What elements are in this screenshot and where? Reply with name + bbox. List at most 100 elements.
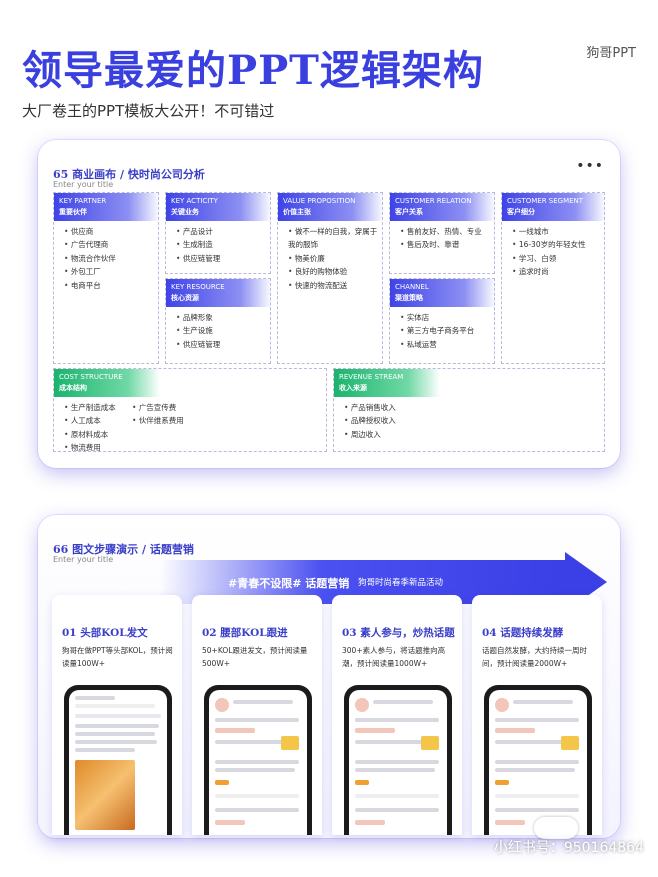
list-item: 第三方电子商务平台 [400,324,475,337]
list-item: 广告代理商 [64,238,116,251]
cost-list-a: 生产制造成本 人工成本 原材料成本 物流费用 [64,401,116,455]
more-menu-icon[interactable]: ••• [576,158,604,174]
step-title: 02 腰部KOL跟进 [202,627,288,639]
customer-relation-cell: CUSTOMER RELATION 客户关系 售前友好、热情、专业 售后及时、靠… [389,192,496,274]
list-item: 人工成本 [64,414,116,427]
key-partner-cell: KEY PARTNER 重要伙伴 供应商 广告代理商 物流合作伙伴 外包工厂 电… [53,192,160,364]
step-title: 03 素人参与，炒热话题 [342,627,455,639]
key-activity-en: KEY ACTICITY [171,197,218,205]
value-proposition-cell: VALUE PROPOSITION 价值主张 做不一样的自我，穿属于我的服饰 物… [277,192,384,364]
phone-mockup [344,685,452,835]
revenue-list: 产品销售收入 品牌授权收入 周边收入 [344,401,396,441]
list-item: 私域运营 [400,338,474,351]
cost-structure-en: COST STRUCTURE [59,373,123,381]
list-item: 产品设计 [176,225,220,238]
value-proposition-header: VALUE PROPOSITION 价值主张 [278,193,384,221]
watermark: 小红书号：950164864 [493,840,644,856]
card-subtitle: Enter your title [53,180,114,189]
step-desc: 50+KOL跟进发文，预计阅读量500W+ [202,646,308,668]
value-proposition-cn: 价值主张 [283,208,311,216]
customer-relation-cn: 客户关系 [395,208,423,216]
key-partner-list: 供应商 广告代理商 物流合作伙伴 外包工厂 电商平台 [64,225,116,292]
list-item: 供应链管理 [176,338,221,351]
list-item: 学习、白领 [512,252,586,265]
revenue-stream-header: REVENUE STREAM 收入来源 [334,369,440,397]
step-desc: 狗哥在做PPT等头部KOL，预计阅读量100W+ [62,646,173,668]
list-item: 物美价廉 [288,252,380,265]
channel-en: CHANNEL [395,283,429,291]
key-activity-cell: KEY ACTICITY 关键业务 产品设计 生成制造 供应链管理 [165,192,272,274]
phone-mockup [204,685,312,835]
list-item: 售前友好、热情、专业 [400,225,482,238]
channel-header: CHANNEL 渠道策略 [390,279,496,307]
arrow-sub-label: 狗哥时尚春季新品活动 [358,578,444,588]
key-resource-en: KEY RESOURCE [171,283,225,291]
card-title: 65 商业画布 / 快时尚公司分析 [53,168,205,181]
list-item: 品牌形象 [176,311,220,324]
customer-segment-en: CUSTOMER SEGMENT [507,197,584,205]
phone-screen [349,690,447,835]
channel-cn: 渠道策略 [395,294,423,302]
brand-label: 狗哥PPT [586,46,636,61]
page-subtitle: 大厂卷王的PPT模板大公开！不可错过 [22,102,275,120]
customer-relation-list: 售前友好、热情、专业 售后及时、靠谱 [400,225,482,252]
step-card-3: 03 素人参与，炒热话题 300+素人参与，将话题推向高潮，预计阅读量1000W… [332,595,462,835]
list-item: 外包工厂 [64,265,116,278]
list-item: 实体店 [400,311,474,324]
list-item: 物流费用 [64,441,116,454]
customer-segment-cn: 客户细分 [507,208,535,216]
list-item: 周边收入 [344,428,396,441]
step-card-2: 02 腰部KOL跟进 50+KOL跟进发文，预计阅读量500W+ [192,595,322,835]
key-resource-cell: KEY RESOURCE 核心资源 品牌形象 生产设施 供应链管理 [165,278,272,364]
list-item: 生产设施 [176,324,220,337]
list-item: 物流合作伙伴 [64,252,116,265]
list-item: 供应商 [64,225,116,238]
list-item: 电商平台 [64,279,116,292]
business-canvas-card: 65 商业画布 / 快时尚公司分析 Enter your title ••• K… [38,140,620,468]
step-title: 01 头部KOL发文 [62,627,148,639]
step-card-1: 01 头部KOL发文 狗哥在做PPT等头部KOL，预计阅读量100W+ [52,595,182,835]
customer-segment-header: CUSTOMER SEGMENT 客户细分 [502,193,606,221]
arrow-main-label: #青春不设限# 话题营销 [228,577,350,590]
key-partner-en: KEY PARTNER [59,197,107,205]
list-item: 追求时尚 [512,265,586,278]
key-resource-cn: 核心资源 [171,294,199,302]
value-proposition-en: VALUE PROPOSITION [283,197,356,205]
customer-segment-list: 一线城市 16-30岁的年轻女性 学习、白领 追求时尚 [512,225,586,279]
cost-structure-cell: COST STRUCTURE 成本结构 生产制造成本 人工成本 原材料成本 物流… [53,368,327,452]
key-partner-header: KEY PARTNER 重要伙伴 [54,193,160,221]
revenue-stream-cn: 收入来源 [339,384,367,392]
list-item: 产品销售收入 [344,401,396,414]
list-item: 一线城市 [512,225,586,238]
list-item: 生成制造 [176,238,220,251]
step-desc: 300+素人参与，将话题推向高潮，预计阅读量1000W+ [342,646,446,668]
xiaohongshu-logo-icon [534,817,578,839]
key-resource-list: 品牌形象 生产设施 供应链管理 [176,311,221,351]
phone-screen [209,690,307,835]
revenue-stream-en: REVENUE STREAM [339,373,404,381]
card-subtitle: Enter your title [53,555,114,564]
key-activity-cn: 关键业务 [171,208,199,216]
revenue-stream-cell: REVENUE STREAM 收入来源 产品销售收入 品牌授权收入 周边收入 [333,368,605,452]
list-item: 伙伴维系费用 [132,414,184,427]
cost-list-b: 广告宣传费 伙伴维系费用 [132,401,184,428]
phone-mockup [64,685,172,835]
phone-screen [489,690,587,835]
value-proposition-list: 做不一样的自我，穿属于我的服饰 物美价廉 良好的购物体验 快速的物流配送 [288,225,380,292]
step-card-4: 04 话题持续发酵 话题自然发酵，大约持续一周时间，预计阅读量2000W+ [472,595,602,835]
list-item: 品牌授权收入 [344,414,396,427]
customer-relation-en: CUSTOMER RELATION [395,197,472,205]
list-item: 做不一样的自我，穿属于我的服饰 [288,225,380,252]
channel-list: 实体店 第三方电子商务平台 私域运营 [400,311,475,351]
cost-structure-header: COST STRUCTURE 成本结构 [54,369,160,397]
list-item: 良好的购物体验 [288,265,380,278]
step-title: 04 话题持续发酵 [482,627,564,639]
list-item: 快速的物流配送 [288,279,380,292]
customer-segment-cell: CUSTOMER SEGMENT 客户细分 一线城市 16-30岁的年轻女性 学… [501,192,606,364]
phone-screen [69,690,167,835]
list-item: 售后及时、靠谱 [400,238,482,251]
key-resource-header: KEY RESOURCE 核心资源 [166,279,272,307]
step-desc: 话题自然发酵，大约持续一周时间，预计阅读量2000W+ [482,646,587,668]
list-item: 原材料成本 [64,428,116,441]
list-item: 供应链管理 [176,252,221,265]
